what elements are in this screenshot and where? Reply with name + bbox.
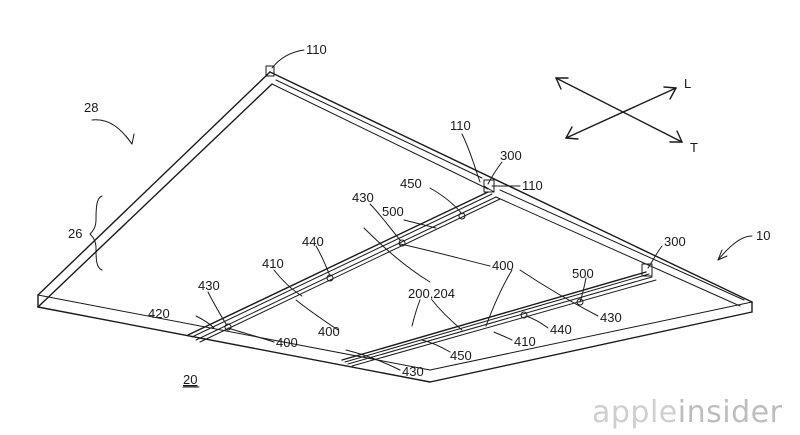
label-450-bottom: 450 bbox=[450, 348, 472, 363]
label-26: 26 bbox=[68, 226, 82, 241]
label-430-left: 430 bbox=[198, 278, 220, 293]
label-200-204: 200,204 bbox=[408, 286, 455, 301]
label-430-right: 430 bbox=[600, 310, 622, 325]
label-430-top: 430 bbox=[352, 190, 374, 205]
axis-label-l: L bbox=[684, 76, 691, 91]
label-440-left: 440 bbox=[302, 234, 324, 249]
label-28: 28 bbox=[84, 100, 98, 115]
direction-arrows bbox=[555, 77, 683, 143]
label-300-mid: 300 bbox=[500, 148, 522, 163]
rail-right bbox=[341, 271, 657, 367]
label-400-mid: 400 bbox=[492, 258, 514, 273]
label-500-right: 500 bbox=[572, 266, 594, 281]
label-410-left: 410 bbox=[262, 256, 284, 271]
label-110-top: 110 bbox=[306, 42, 327, 57]
label-500-top: 500 bbox=[382, 204, 404, 219]
label-430-bottom: 430 bbox=[402, 364, 424, 379]
watermark-prefix: apple bbox=[592, 395, 678, 430]
label-410-right: 410 bbox=[514, 334, 536, 349]
watermark-suffix: insider bbox=[678, 395, 783, 430]
label-440-right: 440 bbox=[550, 322, 572, 337]
label-420: 420 bbox=[148, 306, 170, 321]
panel-outline bbox=[37, 71, 753, 383]
appleinsider-watermark: appleinsider bbox=[592, 395, 783, 430]
label-110-mid: 110 bbox=[450, 118, 471, 133]
label-20: 20 bbox=[183, 372, 197, 387]
connector-clips bbox=[224, 65, 653, 331]
axis-label-t: T bbox=[690, 140, 698, 155]
rail-left bbox=[187, 185, 501, 343]
reference-labels: 110 110 110 300 300 28 26 10 450 500 430… bbox=[68, 42, 770, 388]
label-400-left: 400 bbox=[276, 335, 298, 350]
label-300-right: 300 bbox=[664, 234, 686, 249]
label-400-center: 400 bbox=[318, 324, 340, 339]
svg-text:appleinsider: appleinsider bbox=[592, 395, 783, 430]
label-110-right: 110 bbox=[522, 178, 543, 193]
label-450-top: 450 bbox=[400, 176, 422, 191]
leader-lines bbox=[89, 49, 753, 371]
label-10: 10 bbox=[756, 228, 770, 243]
